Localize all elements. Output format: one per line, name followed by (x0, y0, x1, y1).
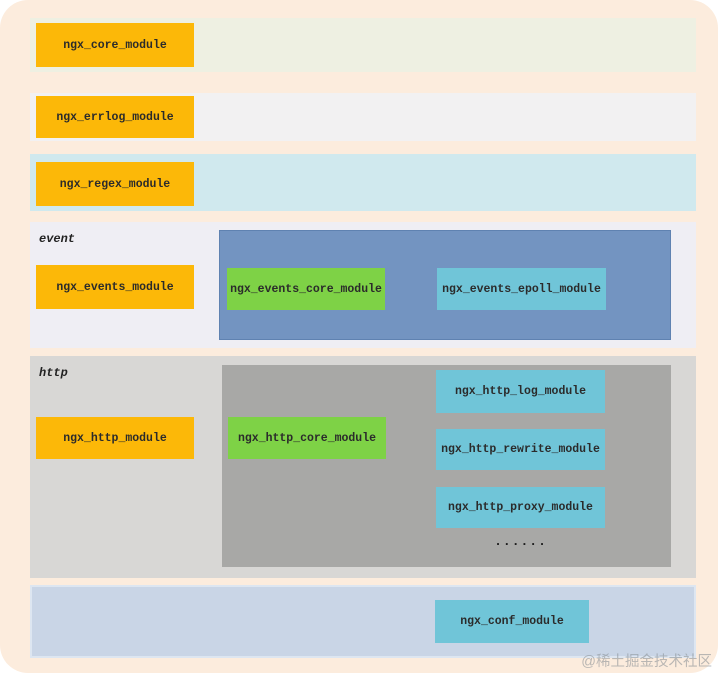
ngx-regex-module-box: ngx_regex_module (36, 162, 194, 206)
regex-row: ngx_regex_module (30, 154, 696, 211)
ngx-http-module-box: ngx_http_module (36, 417, 194, 459)
conf-row: ngx_conf_module (30, 585, 696, 658)
errlog-row: ngx_errlog_module (30, 93, 696, 141)
watermark: @稀土掘金技术社区 (581, 654, 712, 670)
http-modules-container: ngx_http_core_module ngx_http_log_module… (222, 365, 671, 567)
http-section: http ngx_http_module ngx_http_core_modul… (30, 356, 696, 578)
ngx-events-core-module-box: ngx_events_core_module (227, 268, 385, 310)
ngx-http-core-module-box: ngx_http_core_module (228, 417, 386, 459)
ngx-http-log-module-box: ngx_http_log_module (436, 370, 605, 413)
event-modules-container: ngx_events_core_module ngx_events_epoll_… (219, 230, 671, 340)
ngx-core-module-box: ngx_core_module (36, 23, 194, 67)
ngx-http-rewrite-module-box: ngx_http_rewrite_module (436, 429, 605, 470)
ngx-events-epoll-module-box: ngx_events_epoll_module (437, 268, 606, 310)
ngx-errlog-module-box: ngx_errlog_module (36, 96, 194, 138)
event-section-label: event (39, 232, 76, 246)
ngx-http-proxy-module-box: ngx_http_proxy_module (436, 487, 605, 528)
event-section: event ngx_events_module ngx_events_core_… (30, 222, 696, 348)
ngx-events-module-box: ngx_events_module (36, 265, 194, 309)
core-row: ngx_core_module (30, 18, 696, 72)
ngx-conf-module-box: ngx_conf_module (435, 600, 589, 643)
http-section-label: http (39, 366, 68, 380)
more-modules-ellipsis: ...... (494, 533, 547, 549)
